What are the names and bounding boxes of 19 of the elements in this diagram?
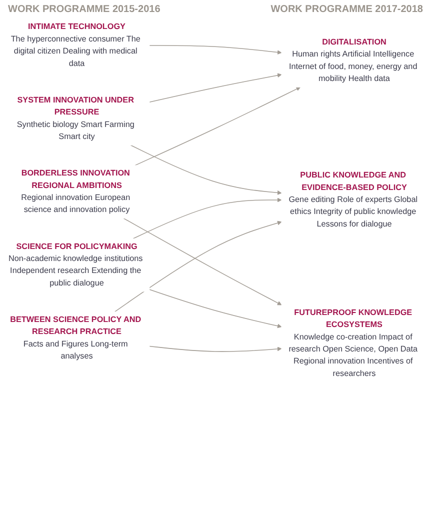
node-text: BETWEEN SCIENCE POLICY AND RESEARCH PRACTICE Facts and Figures Long-term analyses — [10, 315, 142, 361]
arrow — [149, 73, 282, 103]
node-text: PUBLIC KNOWLEDGE AND EVIDENCE-BASED POLICY Gene editing Role of experts Global ethics Integrity of public knowledge Lessons for dialogue — [288, 171, 418, 228]
node-text: FUTUREPROOF KNOWLEDGE ECOSYSTEMS Knowledge co-creation Impact of research Open Science, Open Data Regional innovation Incentives of researchers — [288, 308, 418, 378]
arrow — [149, 346, 282, 352]
node-text: SYSTEM INNOVATION UNDER PRESSURE Synthetic biology Smart Farming Smart city — [16, 96, 134, 142]
arrow — [132, 198, 282, 239]
node-text: INTIMATE TECHNOLOGY The hyperconnective consumer The digital citizen Dealing with medical data — [10, 22, 140, 68]
arrow — [123, 218, 282, 306]
column-heading: WORK PROGRAMME 2015-2016 — [8, 4, 160, 15]
arrow — [149, 45, 282, 55]
arrow — [134, 86, 301, 166]
node-text: SCIENCE FOR POLICYMAKING Non-academic knowledge institutions Independent research Extending the public dialogue — [8, 242, 143, 288]
node-text: BORDERLESS INNOVATION REGIONAL AMBITIONS Regional innovation European science and innovation policy — [21, 168, 130, 214]
arrow — [149, 289, 282, 328]
column-heading: WORK PROGRAMME 2017-2018 — [270, 4, 423, 15]
arrow — [130, 144, 282, 195]
arrow — [114, 220, 282, 312]
node-text: DIGITALISATION Human rights Artificial Intelligence Internet of food, money, energy and mobility Health data — [288, 38, 418, 84]
